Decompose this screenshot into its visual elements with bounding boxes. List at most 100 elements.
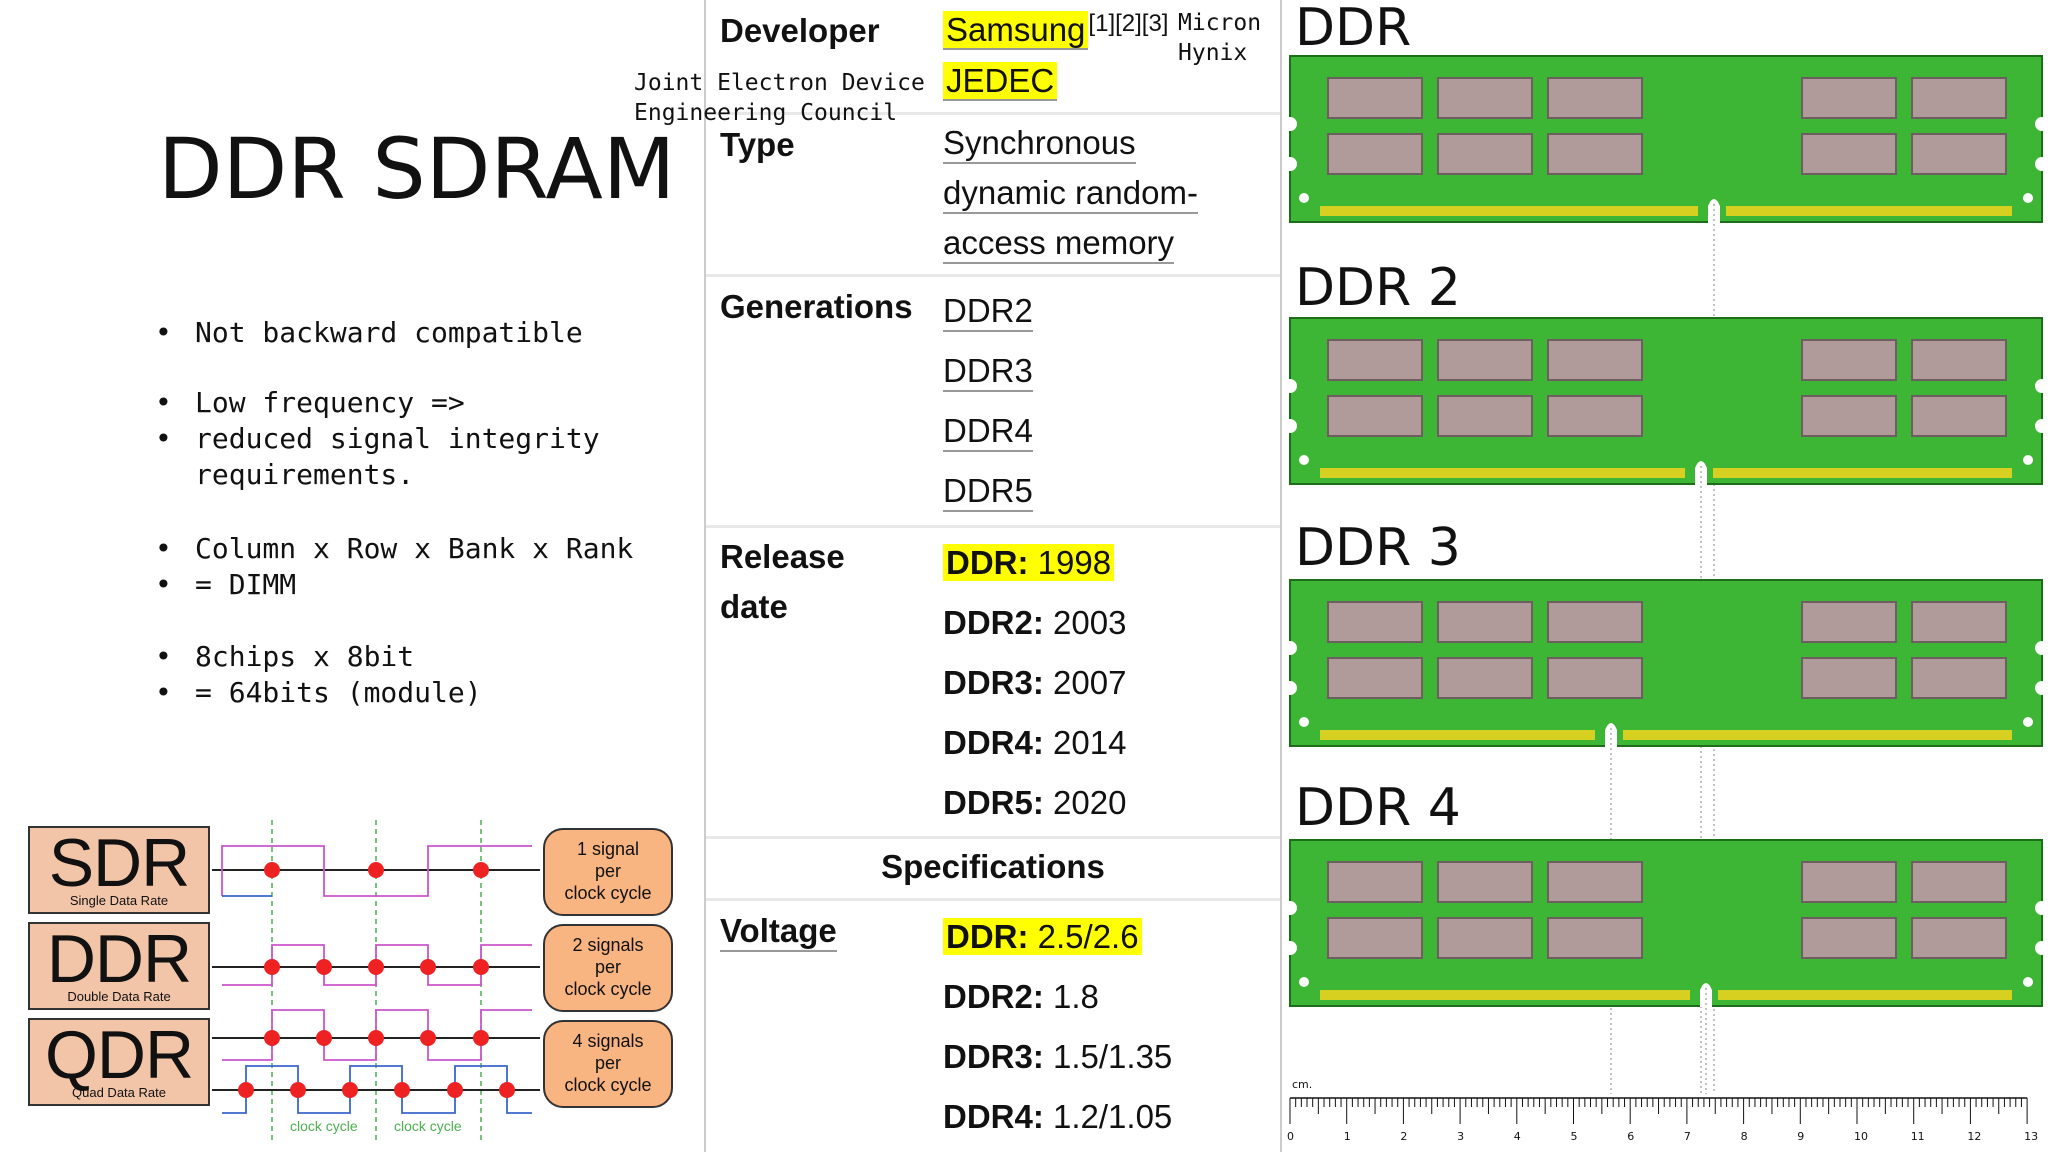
data-transfer-dot <box>473 959 489 975</box>
bullet-dot: • <box>155 640 172 673</box>
side-notch <box>2035 941 2048 955</box>
memory-chip <box>1327 133 1423 175</box>
release-value: 2003 <box>1043 604 1127 641</box>
samsung-link[interactable]: Samsung <box>943 11 1089 50</box>
ddr-infobox: Developer Samsung[1][2][3] Micron Hynix … <box>704 0 1282 1152</box>
side-notch <box>1283 157 1297 171</box>
clock-signal-diagram <box>212 820 540 1140</box>
voltage-row: DDR2: 1.8 <box>943 978 1099 1016</box>
gold-contacts <box>1623 730 2012 740</box>
memory-chip <box>1437 917 1533 959</box>
memory-chip <box>1327 917 1423 959</box>
memory-chip <box>1437 601 1533 643</box>
memory-chip <box>1911 601 2007 643</box>
generation-link-ddr3[interactable]: DDR3 <box>943 352 1033 392</box>
memory-chip <box>1801 657 1897 699</box>
side-notch <box>2035 641 2048 655</box>
generation-link-ddr2[interactable]: DDR2 <box>943 292 1033 332</box>
memory-chip <box>1327 395 1423 437</box>
micron-label: Micron <box>1178 10 1262 36</box>
release-row: DDR4: 2014 <box>943 724 1126 762</box>
signal-per: per <box>594 957 621 977</box>
clock-cycle-label: clock cycle <box>394 1118 462 1134</box>
generations-label: Generations <box>720 288 913 325</box>
memory-chip <box>1801 395 1897 437</box>
module-title: DDR 4 <box>1295 778 1461 838</box>
side-notch <box>2035 901 2048 915</box>
data-transfer-dot <box>342 1082 358 1098</box>
data-transfer-dot <box>394 1082 410 1098</box>
mount-hole <box>2023 193 2033 203</box>
bullet-dot: • <box>155 422 172 455</box>
signal-clock: clock cycle <box>564 979 652 999</box>
release-row: DDR2: 2003 <box>943 604 1126 642</box>
mount-hole <box>2023 977 2033 987</box>
release-row: DDR: 1998 <box>943 544 1115 582</box>
side-notch <box>1283 901 1297 915</box>
gold-contacts <box>1320 206 1698 216</box>
bullet-text: Column x Row x Bank x Rank <box>195 532 634 565</box>
type-line-2[interactable]: dynamic random- <box>943 174 1198 214</box>
memory-chip <box>1911 657 2007 699</box>
memory-chip <box>1911 339 2007 381</box>
memory-chip <box>1547 657 1643 699</box>
ruler-tick-label: 11 <box>1911 1130 1925 1143</box>
bullet-text: 8chips x 8bit <box>195 640 415 673</box>
references[interactable]: [1][2][3] <box>1088 10 1169 37</box>
data-transfer-dot <box>420 1030 436 1046</box>
voltage-value: 1.2/1.05 <box>1043 1098 1173 1135</box>
signal-count: 4 signals <box>572 1031 644 1051</box>
memory-chip <box>1437 861 1533 903</box>
module-title: DDR 3 <box>1295 518 1461 578</box>
ruler-tick-label: 3 <box>1457 1130 1464 1143</box>
signal-clock: clock cycle <box>564 883 652 903</box>
memory-chip <box>1327 77 1423 119</box>
bullet-text: Low frequency => <box>195 386 465 419</box>
type-line-1[interactable]: Synchronous <box>943 124 1136 164</box>
ruler-tick-label: 12 <box>1967 1130 1981 1143</box>
memory-chip <box>1327 601 1423 643</box>
generation-link-ddr5[interactable]: DDR5 <box>943 472 1033 512</box>
type-line-3[interactable]: access memory <box>943 224 1175 264</box>
memory-chip <box>1547 133 1643 175</box>
jedec-link[interactable]: JEDEC <box>943 62 1058 101</box>
voltage-value: 1.5/1.35 <box>1043 1038 1173 1075</box>
slide-title: DDR SDRAM <box>158 120 676 218</box>
generation-link-ddr4[interactable]: DDR4 <box>943 412 1033 452</box>
release-row: DDR3: 2007 <box>943 664 1126 702</box>
memory-chip <box>1437 339 1533 381</box>
voltage-row: DDR3: 1.5/1.35 <box>943 1038 1172 1076</box>
signal-count: 2 signals <box>572 935 644 955</box>
mount-hole <box>1299 455 1309 465</box>
side-notch <box>1283 419 1297 433</box>
clock-cycle-label: clock cycle <box>290 1118 358 1134</box>
signal-count: 1 signal <box>576 839 640 859</box>
data-transfer-dot <box>264 862 280 878</box>
bullet-text: = 64bits (module) <box>195 676 482 709</box>
voltage-label[interactable]: Voltage <box>720 912 837 952</box>
data-transfer-dot <box>473 862 489 878</box>
ruler-tick-label: 9 <box>1797 1130 1804 1143</box>
jedec-full-name-2: Engineering Council <box>634 100 898 126</box>
release-row: DDR5: 2020 <box>943 784 1126 822</box>
bullet-dot: • <box>155 386 172 419</box>
memory-chip <box>1911 77 2007 119</box>
specifications-header: Specifications <box>881 848 1105 885</box>
bullet-text: Not backward compatible <box>195 316 583 349</box>
hynix-label: Hynix <box>1178 40 1248 66</box>
memory-chip <box>1327 657 1423 699</box>
memory-chip <box>1327 339 1423 381</box>
memory-chip <box>1547 339 1643 381</box>
ruler-tick-label: 2 <box>1400 1130 1407 1143</box>
data-transfer-dot <box>290 1082 306 1098</box>
rate-abbr: DDR <box>46 921 192 997</box>
data-transfer-dot <box>368 862 384 878</box>
signal-clock: clock cycle <box>564 1075 652 1095</box>
gold-contacts <box>1718 990 2012 1000</box>
data-transfer-dot <box>420 959 436 975</box>
bullet-text: reduced signal integrity <box>195 422 600 455</box>
